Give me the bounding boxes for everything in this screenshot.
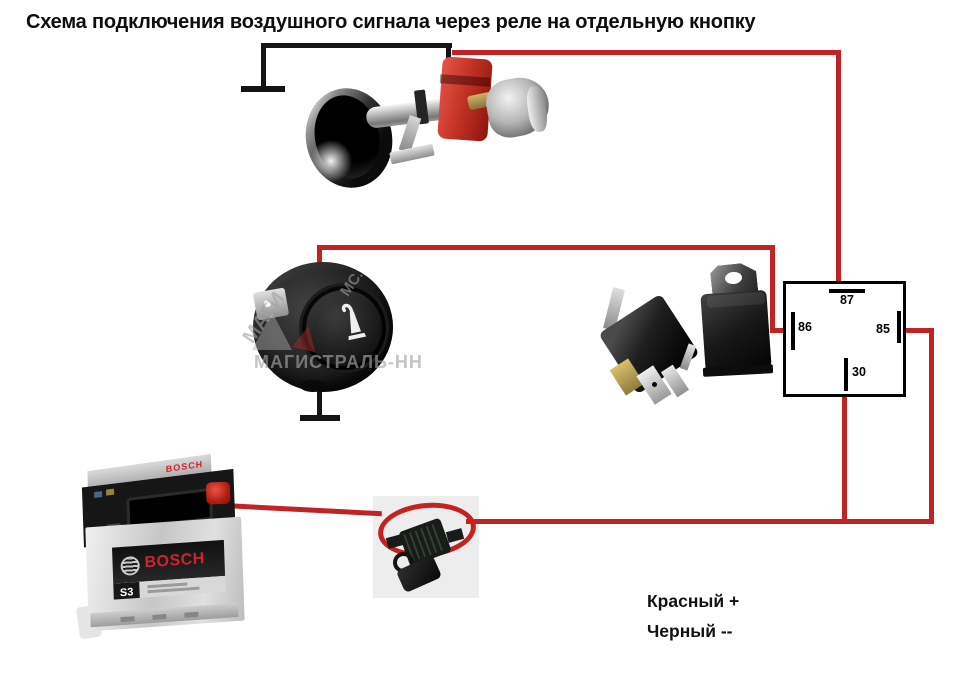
battery-label-dot-yellow bbox=[105, 488, 115, 496]
battery-foot-2 bbox=[152, 613, 167, 620]
red-wire-into-pin85 bbox=[903, 328, 934, 333]
legend-red-line: Красный + bbox=[647, 591, 740, 611]
horn-symbol-icon bbox=[341, 303, 367, 341]
bosch-brand-text: BOSCH bbox=[144, 550, 206, 572]
button-cap bbox=[302, 286, 386, 370]
relay-pin-87-bar bbox=[829, 289, 865, 293]
bosch-logo-circle bbox=[120, 555, 140, 577]
red-wire-button-horizontal bbox=[317, 245, 775, 250]
red-wire-into-pin86 bbox=[770, 328, 788, 333]
watermark-triangle-red bbox=[291, 323, 321, 353]
relay-pin-30-label: 30 bbox=[852, 365, 866, 379]
horn-button-photo bbox=[245, 252, 405, 407]
relay-photo-left bbox=[598, 282, 700, 407]
black-wire-horn-horizontal bbox=[261, 43, 452, 48]
battery-label-dot-blue bbox=[94, 491, 103, 499]
relay-pin-86-bar bbox=[791, 312, 795, 350]
watermark-triangle-gray bbox=[252, 312, 292, 350]
battery-series-box: S3 bbox=[113, 581, 140, 600]
battery-series-text: S3 bbox=[119, 586, 134, 600]
red-wire-button-stub bbox=[317, 246, 322, 266]
page-title: Схема подключения воздушного сигнала чер… bbox=[26, 11, 756, 33]
red-wire-up-to-pin30 bbox=[842, 395, 847, 522]
ground-symbol-top-stem bbox=[261, 43, 266, 89]
relay-pin-87-label: 87 bbox=[840, 293, 854, 307]
inline-fuse-holder-photo bbox=[373, 496, 479, 598]
battery-top-brand: BOSCH bbox=[165, 458, 204, 475]
red-wire-fuse-to-relay-horizontal bbox=[466, 519, 934, 524]
battery-foot-1 bbox=[120, 616, 135, 623]
wire-color-legend: Красный + Черный -- bbox=[647, 586, 739, 646]
relay-pin-85-bar bbox=[897, 311, 901, 343]
horn-bracket-foot bbox=[389, 143, 435, 165]
ground-symbol-button-stem bbox=[317, 370, 322, 418]
red-wire-button-vertical bbox=[770, 245, 775, 333]
relay-pin-85-label: 85 bbox=[876, 322, 890, 336]
battery-body: BOSCH S3 bbox=[85, 516, 245, 632]
relay-left-pin-dot bbox=[652, 382, 657, 387]
legend-black-line: Черный -- bbox=[647, 621, 733, 641]
air-horn-photo bbox=[296, 48, 554, 198]
ground-symbol-top-bar bbox=[241, 86, 285, 92]
horn-bell-glare bbox=[308, 140, 354, 182]
battery-foot-3 bbox=[184, 611, 199, 618]
relay-pin-86-label: 86 bbox=[798, 320, 812, 334]
battery-positive-terminal bbox=[205, 481, 231, 505]
battery-photo: BOSCH BOSCH S3 bbox=[77, 453, 253, 639]
relay-pin-30-bar bbox=[844, 358, 848, 391]
red-wire-horn-to-relay-vertical bbox=[836, 50, 841, 283]
watermark-band-text: МАГИСТРАЛЬ-НН bbox=[254, 352, 423, 372]
battery-bottom-edge bbox=[90, 602, 239, 628]
button-bottom-notch bbox=[300, 380, 326, 392]
ground-symbol-button-bar bbox=[300, 415, 340, 421]
relay-pinout-diagram: 87 86 85 30 bbox=[783, 281, 906, 397]
red-wire-horn-to-relay-horizontal bbox=[452, 50, 841, 55]
red-wire-up-to-pin85-vertical bbox=[929, 328, 934, 522]
button-mount-tab-hole bbox=[264, 300, 271, 307]
